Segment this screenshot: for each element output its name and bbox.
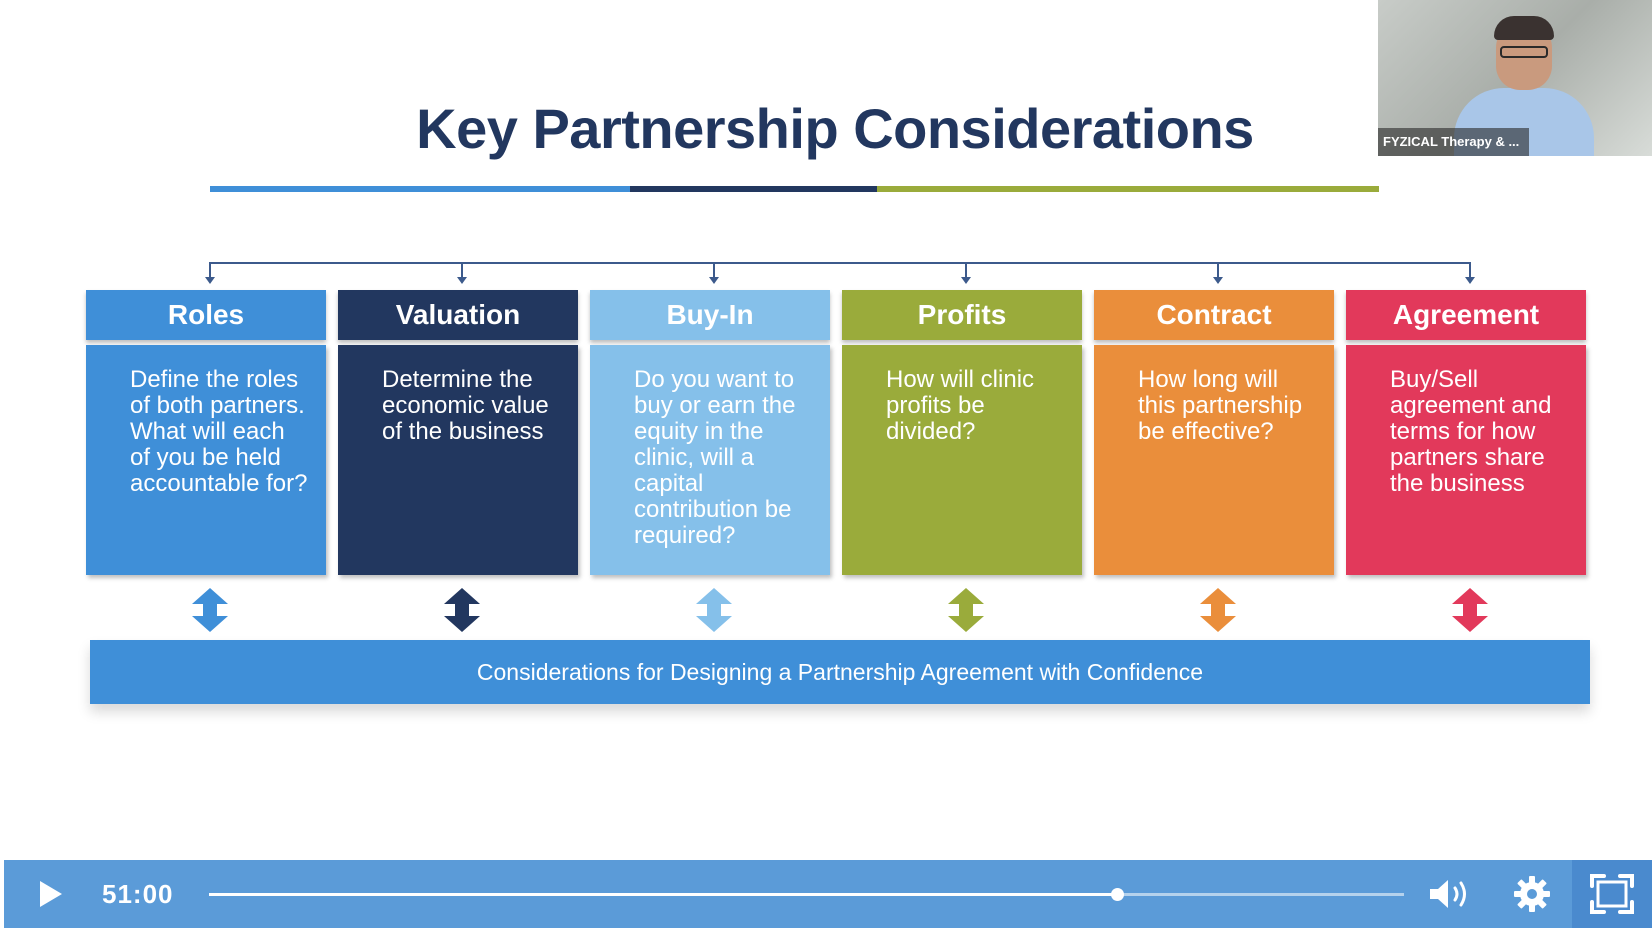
participant-hair xyxy=(1494,16,1554,40)
connector-arrow xyxy=(709,262,719,284)
column-body: Do you want to buy or earn the equity in… xyxy=(590,345,830,575)
double-arrow-icon xyxy=(1452,588,1488,632)
column-header: Roles xyxy=(86,290,326,340)
column-header: Contract xyxy=(1094,290,1334,340)
title-underline-segment xyxy=(210,186,630,192)
double-arrow-icon xyxy=(444,588,480,632)
double-arrow-icon xyxy=(192,588,228,632)
fullscreen-icon xyxy=(1590,874,1634,914)
column-buy-in: Buy-In Do you want to buy or earn the eq… xyxy=(590,290,830,575)
progress-handle[interactable] xyxy=(1111,888,1125,901)
title-underline xyxy=(210,186,1379,192)
progress-fill xyxy=(209,893,1118,896)
connector-arrow xyxy=(205,262,215,284)
column-body: Buy/Sell agreement and terms for how par… xyxy=(1346,345,1586,575)
column-profits: Profits How will clinic profits be divid… xyxy=(842,290,1082,575)
column-header: Valuation xyxy=(338,290,578,340)
double-arrow-icon xyxy=(948,588,984,632)
double-arrow-icon xyxy=(696,588,732,632)
footer-banner: Considerations for Designing a Partnersh… xyxy=(90,640,1590,704)
connector-line xyxy=(210,262,1471,264)
gear-icon[interactable] xyxy=(1512,874,1552,914)
column-body: How long will this partnership be effect… xyxy=(1094,345,1334,575)
video-player-controls: 51:00 xyxy=(4,860,1652,928)
column-roles: Roles Define the roles of both partners.… xyxy=(86,290,326,575)
column-header: Agreement xyxy=(1346,290,1586,340)
volume-icon[interactable] xyxy=(1428,876,1474,912)
participant-name-label: FYZICAL Therapy & ... xyxy=(1378,128,1529,156)
progress-bar[interactable] xyxy=(209,888,1404,901)
column-contract: Contract How long will this partnership … xyxy=(1094,290,1334,575)
double-arrow-icon xyxy=(1200,588,1236,632)
connector-arrow xyxy=(1213,262,1223,284)
title-underline-segment xyxy=(630,186,877,192)
connector-arrow xyxy=(457,262,467,284)
column-body: How will clinic profits be divided? xyxy=(842,345,1082,575)
connector-arrow xyxy=(961,262,971,284)
fullscreen-button[interactable] xyxy=(1572,860,1652,928)
current-time: 51:00 xyxy=(102,879,174,909)
connector-arrow xyxy=(1465,262,1475,284)
column-header: Buy-In xyxy=(590,290,830,340)
column-body: Define the roles of both partners. What … xyxy=(86,345,326,575)
slide: Key Partnership Considerations Roles Def… xyxy=(4,0,1652,860)
column-agreement: Agreement Buy/Sell agreement and terms f… xyxy=(1346,290,1586,575)
slide-title: Key Partnership Considerations xyxy=(416,97,1254,160)
column-header: Profits xyxy=(842,290,1082,340)
play-icon[interactable] xyxy=(34,878,66,910)
webcam-feed[interactable]: FYZICAL Therapy & ... xyxy=(1378,0,1652,156)
participant-glasses xyxy=(1500,46,1548,58)
title-underline-segment xyxy=(877,186,1379,192)
column-body: Determine the economic value of the busi… xyxy=(338,345,578,575)
column-valuation: Valuation Determine the economic value o… xyxy=(338,290,578,575)
